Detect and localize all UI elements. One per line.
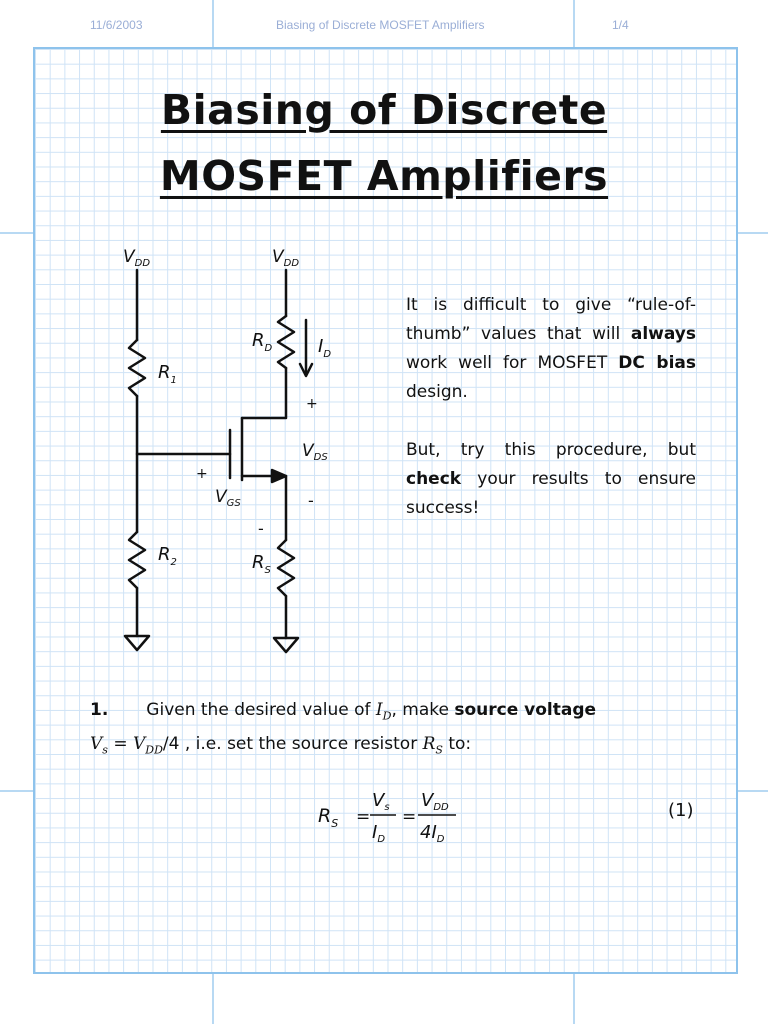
step-1-number: 1. (90, 700, 109, 720)
label-vdd-right: VDD (272, 247, 299, 269)
grid-paper (33, 47, 738, 974)
svg-text:RS: RS (318, 805, 338, 830)
svg-text:ID: ID (372, 822, 385, 845)
page-title-line1: Biasing of Discrete (160, 86, 608, 134)
equation-number: (1) (668, 800, 694, 821)
svg-text:=: = (402, 807, 416, 827)
resistor-r1 (127, 338, 147, 398)
page-title-line2: MOSFET Amplifiers (159, 152, 609, 200)
intro-paragraph-1: It is difficult to give “rule-of-thumb” … (406, 295, 697, 402)
wire-drain (240, 366, 288, 420)
resistor-rs (276, 538, 296, 598)
label-id: ID (318, 336, 331, 360)
label-r1: R1 (158, 362, 177, 386)
id-arrow-head (298, 362, 314, 378)
equation-1: RS = Vs ID = VDD 4ID (318, 790, 456, 845)
label-vdd-left: VDD (123, 247, 150, 269)
label-vds-minus: - (308, 491, 314, 510)
label-vgs-plus: + (196, 466, 208, 482)
svg-text:=: = (356, 807, 370, 827)
label-vds-plus: + (306, 396, 318, 412)
label-rd: RD (252, 330, 273, 354)
ground-right (272, 636, 300, 654)
label-vgs-minus: - (258, 519, 264, 538)
svg-text:Vs: Vs (372, 790, 390, 813)
header-date: 11/6/2003 (90, 18, 143, 32)
label-vds: VDS (302, 441, 328, 463)
intro-paragraph-2: But, try this procedure, but check your … (406, 440, 696, 518)
svg-text:4ID: 4ID (420, 822, 445, 845)
step-1-text: 1.Given the desired value of ID, make so… (90, 700, 597, 757)
svg-text:VDD: VDD (421, 790, 449, 813)
label-rs: RS (252, 552, 272, 576)
resistor-r2 (127, 530, 147, 590)
source-arrow (270, 468, 288, 484)
ground-left (123, 634, 151, 652)
wire-source (240, 474, 288, 542)
label-vgs: VGS (215, 487, 241, 509)
header-doc-title: Biasing of Discrete MOSFET Amplifiers (276, 18, 485, 32)
resistor-rd (276, 314, 296, 370)
label-r2: R2 (158, 544, 177, 568)
header-page: 1/4 (612, 18, 629, 32)
